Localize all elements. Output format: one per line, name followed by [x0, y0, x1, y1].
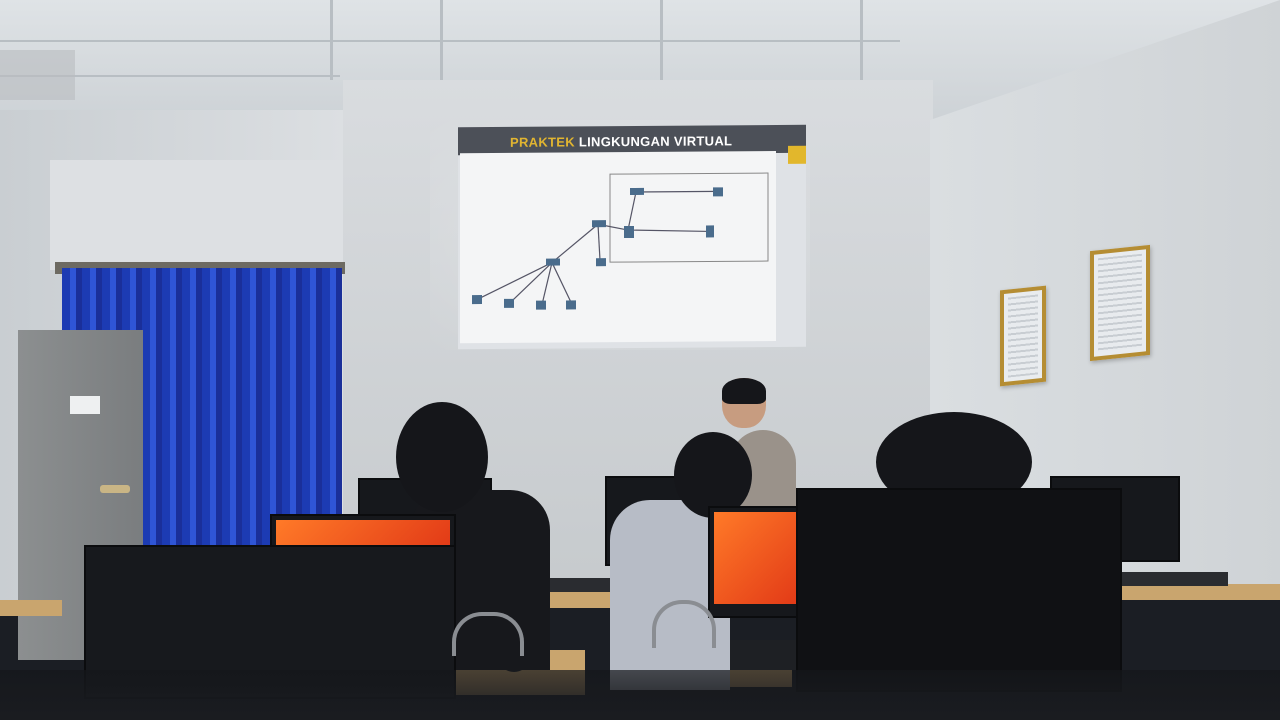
pc-icon [504, 298, 514, 308]
link [636, 190, 718, 193]
keyboard [1118, 572, 1228, 586]
ceiling-grid-line [660, 0, 663, 90]
ceiling-grid-line [0, 40, 900, 42]
link [551, 223, 599, 264]
pc-icon [713, 187, 723, 197]
link [627, 191, 637, 231]
laptop-icon [596, 258, 606, 267]
slide-title: PRAKTEK LINGKUNGAN VIRTUAL [510, 133, 732, 150]
ceiling-grid-line [0, 75, 340, 77]
frame-content [1008, 294, 1038, 378]
switch-icon [630, 187, 644, 196]
wall-frame-right [1090, 244, 1150, 362]
server-icon [706, 225, 714, 238]
pc-icon [536, 300, 546, 310]
door-handle [100, 485, 130, 493]
foreground-blur [0, 670, 1280, 720]
slide-title-accent: PRAKTEK [510, 134, 575, 150]
link [477, 262, 553, 300]
ceiling-grid-line [860, 0, 863, 100]
monitor-screen [714, 512, 798, 604]
desk [0, 600, 62, 616]
projected-slide: PRAKTEK LINGKUNGAN VIRTUAL [458, 124, 806, 350]
slide-title-rest: LINGKUNGAN VIRTUAL [574, 133, 733, 150]
chair-back [652, 600, 716, 648]
topology-devices [472, 187, 723, 310]
link [627, 229, 711, 233]
router-icon [592, 220, 606, 228]
monitor-back [796, 488, 1122, 692]
switch-icon [546, 258, 560, 266]
link [541, 262, 553, 305]
slide-accent-square [788, 145, 806, 164]
desk [1115, 584, 1280, 600]
pc-icon [566, 300, 576, 310]
presenter-hair [722, 378, 766, 404]
upper-left-wall [50, 160, 345, 270]
wall-frame-left [1000, 285, 1046, 387]
monitor [708, 506, 804, 618]
keyboard [548, 578, 630, 592]
pc-icon [472, 295, 482, 305]
laptop-screen [276, 520, 450, 548]
link [551, 262, 573, 305]
ceiling-vent [0, 50, 75, 100]
server-icon [624, 225, 634, 239]
door-sign [70, 396, 100, 414]
student-head [674, 432, 752, 518]
network-box [609, 172, 769, 263]
network-topology-diagram [460, 150, 776, 344]
topology-svg [472, 172, 769, 310]
frame-content [1098, 253, 1142, 353]
link [509, 262, 553, 304]
chair-back [452, 612, 524, 656]
student-head [396, 402, 488, 512]
link [597, 224, 601, 261]
topology-links [477, 190, 718, 305]
